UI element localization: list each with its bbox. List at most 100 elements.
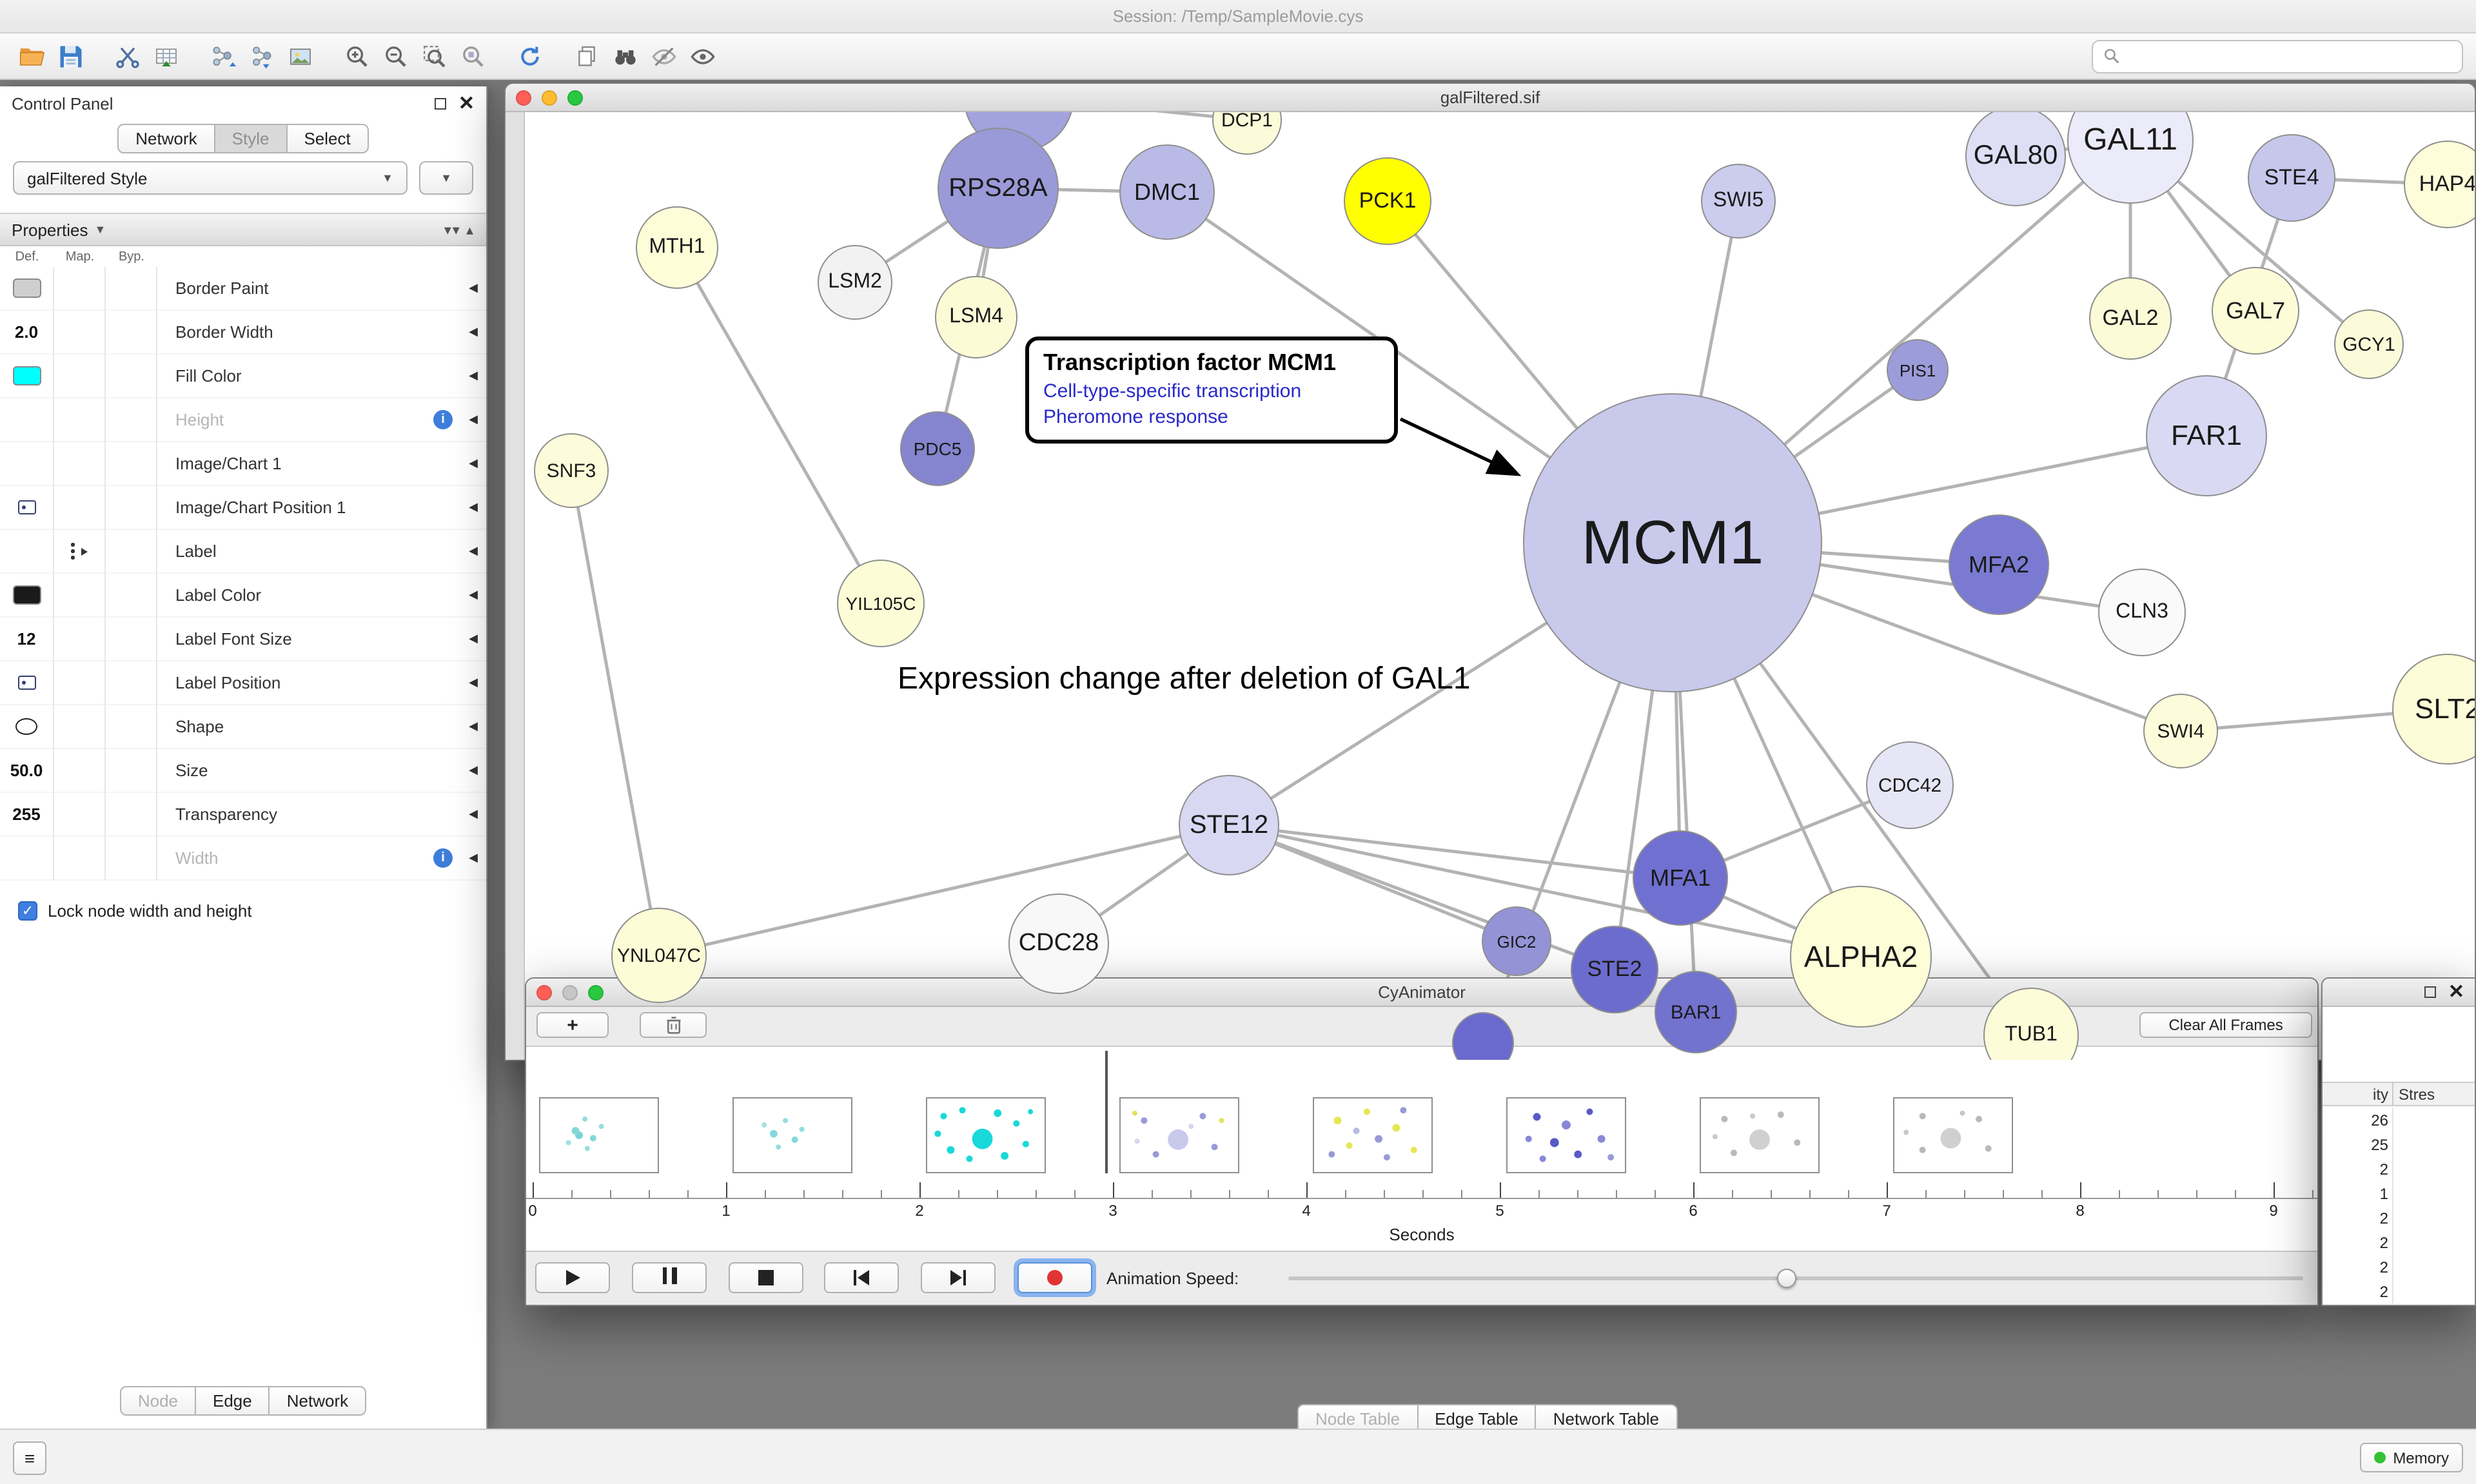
pause-button[interactable]	[632, 1262, 707, 1293]
expand-row-icon[interactable]: ◀	[469, 851, 478, 864]
bypass-cell[interactable]	[106, 310, 157, 354]
expand-row-icon[interactable]: ◀	[469, 676, 478, 688]
open-folder-icon[interactable]	[13, 37, 52, 75]
record-button[interactable]	[1017, 1262, 1092, 1293]
lock-size-checkbox[interactable]: ✓	[18, 901, 37, 921]
network-node-RPS28A[interactable]: RPS28A	[938, 128, 1059, 249]
network-node-YNL047C[interactable]: YNL047C	[611, 908, 707, 1003]
color-swatch[interactable]	[12, 585, 41, 605]
color-swatch[interactable]	[12, 278, 41, 298]
network-node-MFA2[interactable]: MFA2	[1949, 514, 2049, 615]
mapping-cell[interactable]	[54, 485, 106, 529]
scissors-icon[interactable]	[108, 37, 147, 75]
search-box[interactable]	[2092, 39, 2463, 73]
network-node-CLN3[interactable]: CLN3	[2098, 569, 2186, 656]
network-node-FAR1[interactable]: FAR1	[2146, 375, 2267, 496]
bypass-cell[interactable]	[106, 661, 157, 705]
frame-thumbnail-0[interactable]	[539, 1097, 659, 1173]
network-node-PCK1[interactable]: PCK1	[1344, 157, 1431, 245]
bypass-cell[interactable]	[106, 573, 157, 617]
frame-thumbnail-1[interactable]	[732, 1097, 852, 1173]
network-node-GAL7[interactable]: GAL7	[2212, 267, 2299, 355]
network-node-botB[interactable]	[1452, 1012, 1514, 1060]
mapping-cell[interactable]	[54, 836, 106, 880]
mapping-cell[interactable]	[54, 748, 106, 792]
default-value-cell[interactable]: 2.0	[0, 310, 54, 354]
network-node-MFA1[interactable]: MFA1	[1633, 830, 1728, 926]
frame-thumbnail-3[interactable]	[1119, 1097, 1239, 1173]
slider-thumb[interactable]	[1777, 1269, 1796, 1288]
zoom-window-icon[interactable]	[588, 984, 604, 1000]
network-node-MTH1[interactable]: MTH1	[636, 206, 718, 289]
search-input[interactable]	[2128, 46, 2451, 66]
annotation-link-1[interactable]: Cell-type-specific transcription	[1043, 380, 1302, 402]
default-value-cell[interactable]: 50.0	[0, 748, 54, 792]
previous-frame-button[interactable]	[824, 1262, 899, 1293]
bypass-cell[interactable]	[106, 836, 157, 880]
tab-network[interactable]: Network	[117, 124, 215, 153]
mapping-cell[interactable]	[54, 266, 106, 310]
expand-row-icon[interactable]: ◀	[469, 544, 478, 557]
network-node-ALPHA2[interactable]: ALPHA2	[1790, 886, 1932, 1028]
close-panel-icon[interactable]: ✕	[458, 92, 475, 114]
bypass-cell[interactable]	[106, 748, 157, 792]
expand-row-icon[interactable]: ◀	[469, 281, 478, 294]
network-annotation[interactable]: Transcription factor MCM1 Cell-type-spec…	[1025, 337, 1398, 444]
color-swatch[interactable]	[12, 366, 41, 386]
default-value-cell[interactable]	[0, 266, 54, 310]
network-node-GIC2[interactable]: GIC2	[1482, 906, 1551, 976]
expand-row-icon[interactable]: ◀	[469, 456, 478, 469]
network-node-BAR1[interactable]: BAR1	[1655, 971, 1737, 1053]
bypass-cell[interactable]	[106, 705, 157, 748]
playhead[interactable]	[1105, 1051, 1107, 1173]
show-panels-button[interactable]: ≡	[13, 1441, 46, 1475]
mapping-cell[interactable]	[54, 573, 106, 617]
network-node-HAP4[interactable]: HAP4	[2404, 141, 2475, 228]
import-table-icon[interactable]	[147, 37, 186, 75]
expand-row-icon[interactable]: ◀	[469, 500, 478, 513]
table-row[interactable]: 26	[2323, 1108, 2475, 1132]
play-button[interactable]	[535, 1262, 610, 1293]
expand-row-icon[interactable]: ◀	[469, 369, 478, 382]
table-row[interactable]: 2	[2323, 1230, 2475, 1255]
mapping-cell[interactable]	[54, 442, 106, 485]
network-node-DMC1[interactable]: DMC1	[1119, 144, 1215, 240]
tab-network-style[interactable]: Network	[270, 1386, 367, 1416]
mapping-cell[interactable]	[54, 529, 106, 573]
collapse-expand-icons[interactable]: ▾▾ ▴	[444, 222, 475, 238]
mapping-cell[interactable]	[54, 354, 106, 398]
default-value-cell[interactable]	[0, 529, 54, 573]
network-node-STE12[interactable]: STE12	[1179, 775, 1279, 875]
mapping-cell[interactable]	[54, 310, 106, 354]
style-selector[interactable]: galFiltered Style ▼	[13, 161, 408, 195]
binoculars-icon[interactable]	[606, 37, 645, 75]
tab-edge-table[interactable]: Edge Table	[1418, 1404, 1537, 1429]
default-value-cell[interactable]	[0, 573, 54, 617]
network-node-LSM2[interactable]: LSM2	[818, 245, 892, 320]
mapping-cell[interactable]	[54, 705, 106, 748]
import-network-icon[interactable]	[204, 37, 242, 75]
table-row[interactable]: 1	[2323, 1181, 2475, 1206]
network-node-STE4[interactable]: STE4	[2248, 134, 2335, 222]
network-node-SWI4[interactable]: SWI4	[2143, 694, 2218, 768]
bypass-cell[interactable]	[106, 485, 157, 529]
tab-style[interactable]: Style	[215, 124, 288, 153]
next-frame-button[interactable]	[921, 1262, 996, 1293]
expand-row-icon[interactable]: ◀	[469, 325, 478, 338]
zoom-selected-icon[interactable]	[454, 37, 493, 75]
float-panel-icon[interactable]	[2424, 986, 2437, 998]
network-node-PDC5[interactable]: PDC5	[900, 411, 975, 486]
tab-node-table[interactable]: Node Table	[1297, 1404, 1419, 1429]
network-node-SNF3[interactable]: SNF3	[534, 433, 609, 508]
mapping-cell[interactable]	[54, 398, 106, 442]
caption-annotation[interactable]: Expression change after deletion of GAL1	[898, 661, 1471, 696]
table-row[interactable]: 2	[2323, 1206, 2475, 1230]
tab-select[interactable]: Select	[287, 124, 369, 153]
bypass-cell[interactable]	[106, 792, 157, 836]
frame-thumbnail-5[interactable]	[1506, 1097, 1626, 1173]
network-node-PIS1[interactable]: PIS1	[1887, 339, 1949, 401]
expand-row-icon[interactable]: ◀	[469, 588, 478, 601]
minimize-window-icon[interactable]	[542, 90, 557, 105]
tab-node[interactable]: Node	[119, 1386, 196, 1416]
